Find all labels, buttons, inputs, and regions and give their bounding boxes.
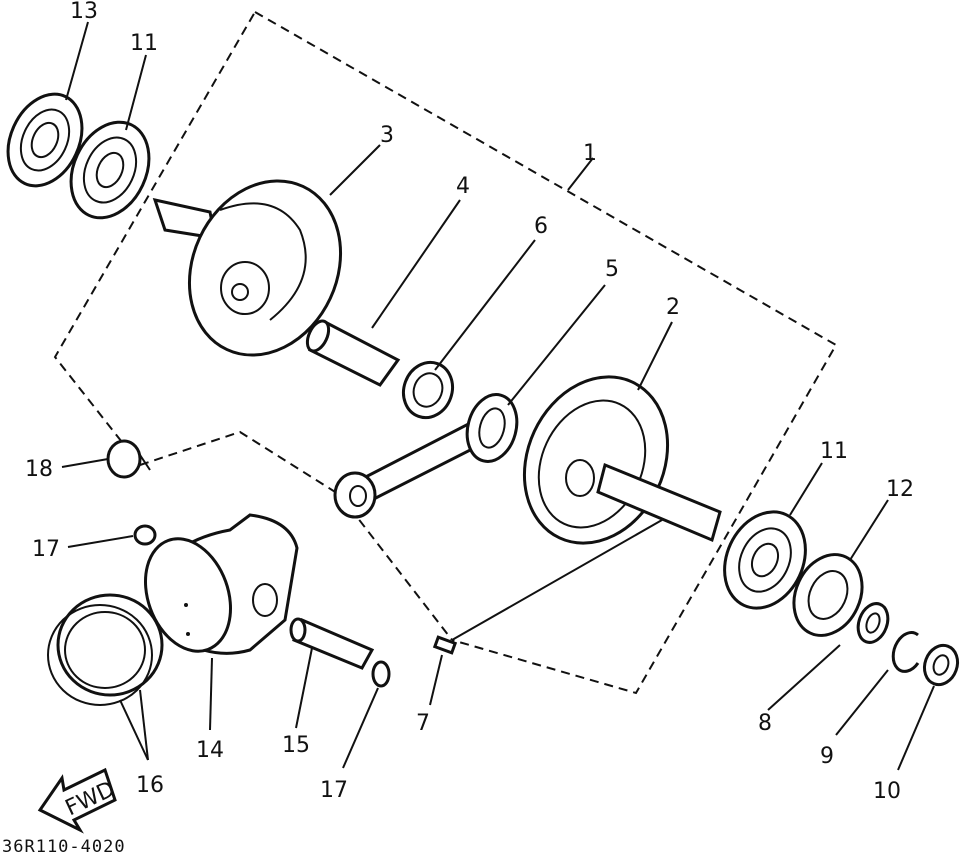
callout-13: 13 [70, 0, 98, 24]
crankshaft-assembly-boundary [53, 11, 838, 695]
callout-8: 8 [758, 711, 772, 736]
drawing-code: 36R110-4020 [2, 837, 126, 855]
callout-18: 18 [25, 457, 53, 482]
part-13-oil-seal [6, 92, 84, 188]
part-16-piston-rings [47, 593, 164, 706]
part-14-piston [143, 513, 299, 655]
part-3-crank-left [152, 179, 343, 357]
part-12-oil-seal [792, 553, 864, 637]
part-4-crank-pin [305, 319, 401, 387]
fwd-arrow-icon: FWD [37, 767, 119, 834]
part-9-lock-washer [891, 631, 920, 673]
callout-17-right: 17 [320, 778, 348, 803]
callout-12: 12 [886, 477, 914, 502]
callout-3: 3 [380, 123, 394, 148]
callout-17-left: 17 [32, 537, 60, 562]
part-8-washer [856, 602, 890, 644]
callout-15: 15 [282, 733, 310, 758]
part-11-bearing-right [723, 510, 807, 610]
part-2-crank-right [522, 375, 722, 545]
callout-1: 1 [583, 141, 597, 166]
callout-4: 4 [456, 174, 470, 199]
callout-16: 16 [136, 773, 164, 798]
leader-lines [61, 21, 935, 771]
part-6-needle-bearing [401, 360, 455, 420]
callout-11-right: 11 [820, 439, 848, 464]
part-15-piston-pin [289, 617, 375, 670]
part-7-key [432, 635, 458, 655]
callout-6: 6 [534, 214, 548, 239]
callout-7: 7 [416, 711, 430, 736]
callout-2: 2 [666, 295, 680, 320]
callout-9: 9 [820, 744, 834, 769]
part-11-bearing-left [69, 120, 151, 220]
callout-14: 14 [196, 738, 224, 763]
part-10-nut [922, 643, 960, 687]
part-18-small-bearing [106, 439, 151, 479]
callout-10: 10 [873, 779, 901, 804]
part-5-connecting-rod [333, 393, 519, 519]
part-17-circlip-right [371, 660, 391, 688]
callout-5: 5 [605, 257, 619, 282]
callout-11-left: 11 [130, 31, 158, 56]
part-17-circlip-left [133, 524, 157, 546]
